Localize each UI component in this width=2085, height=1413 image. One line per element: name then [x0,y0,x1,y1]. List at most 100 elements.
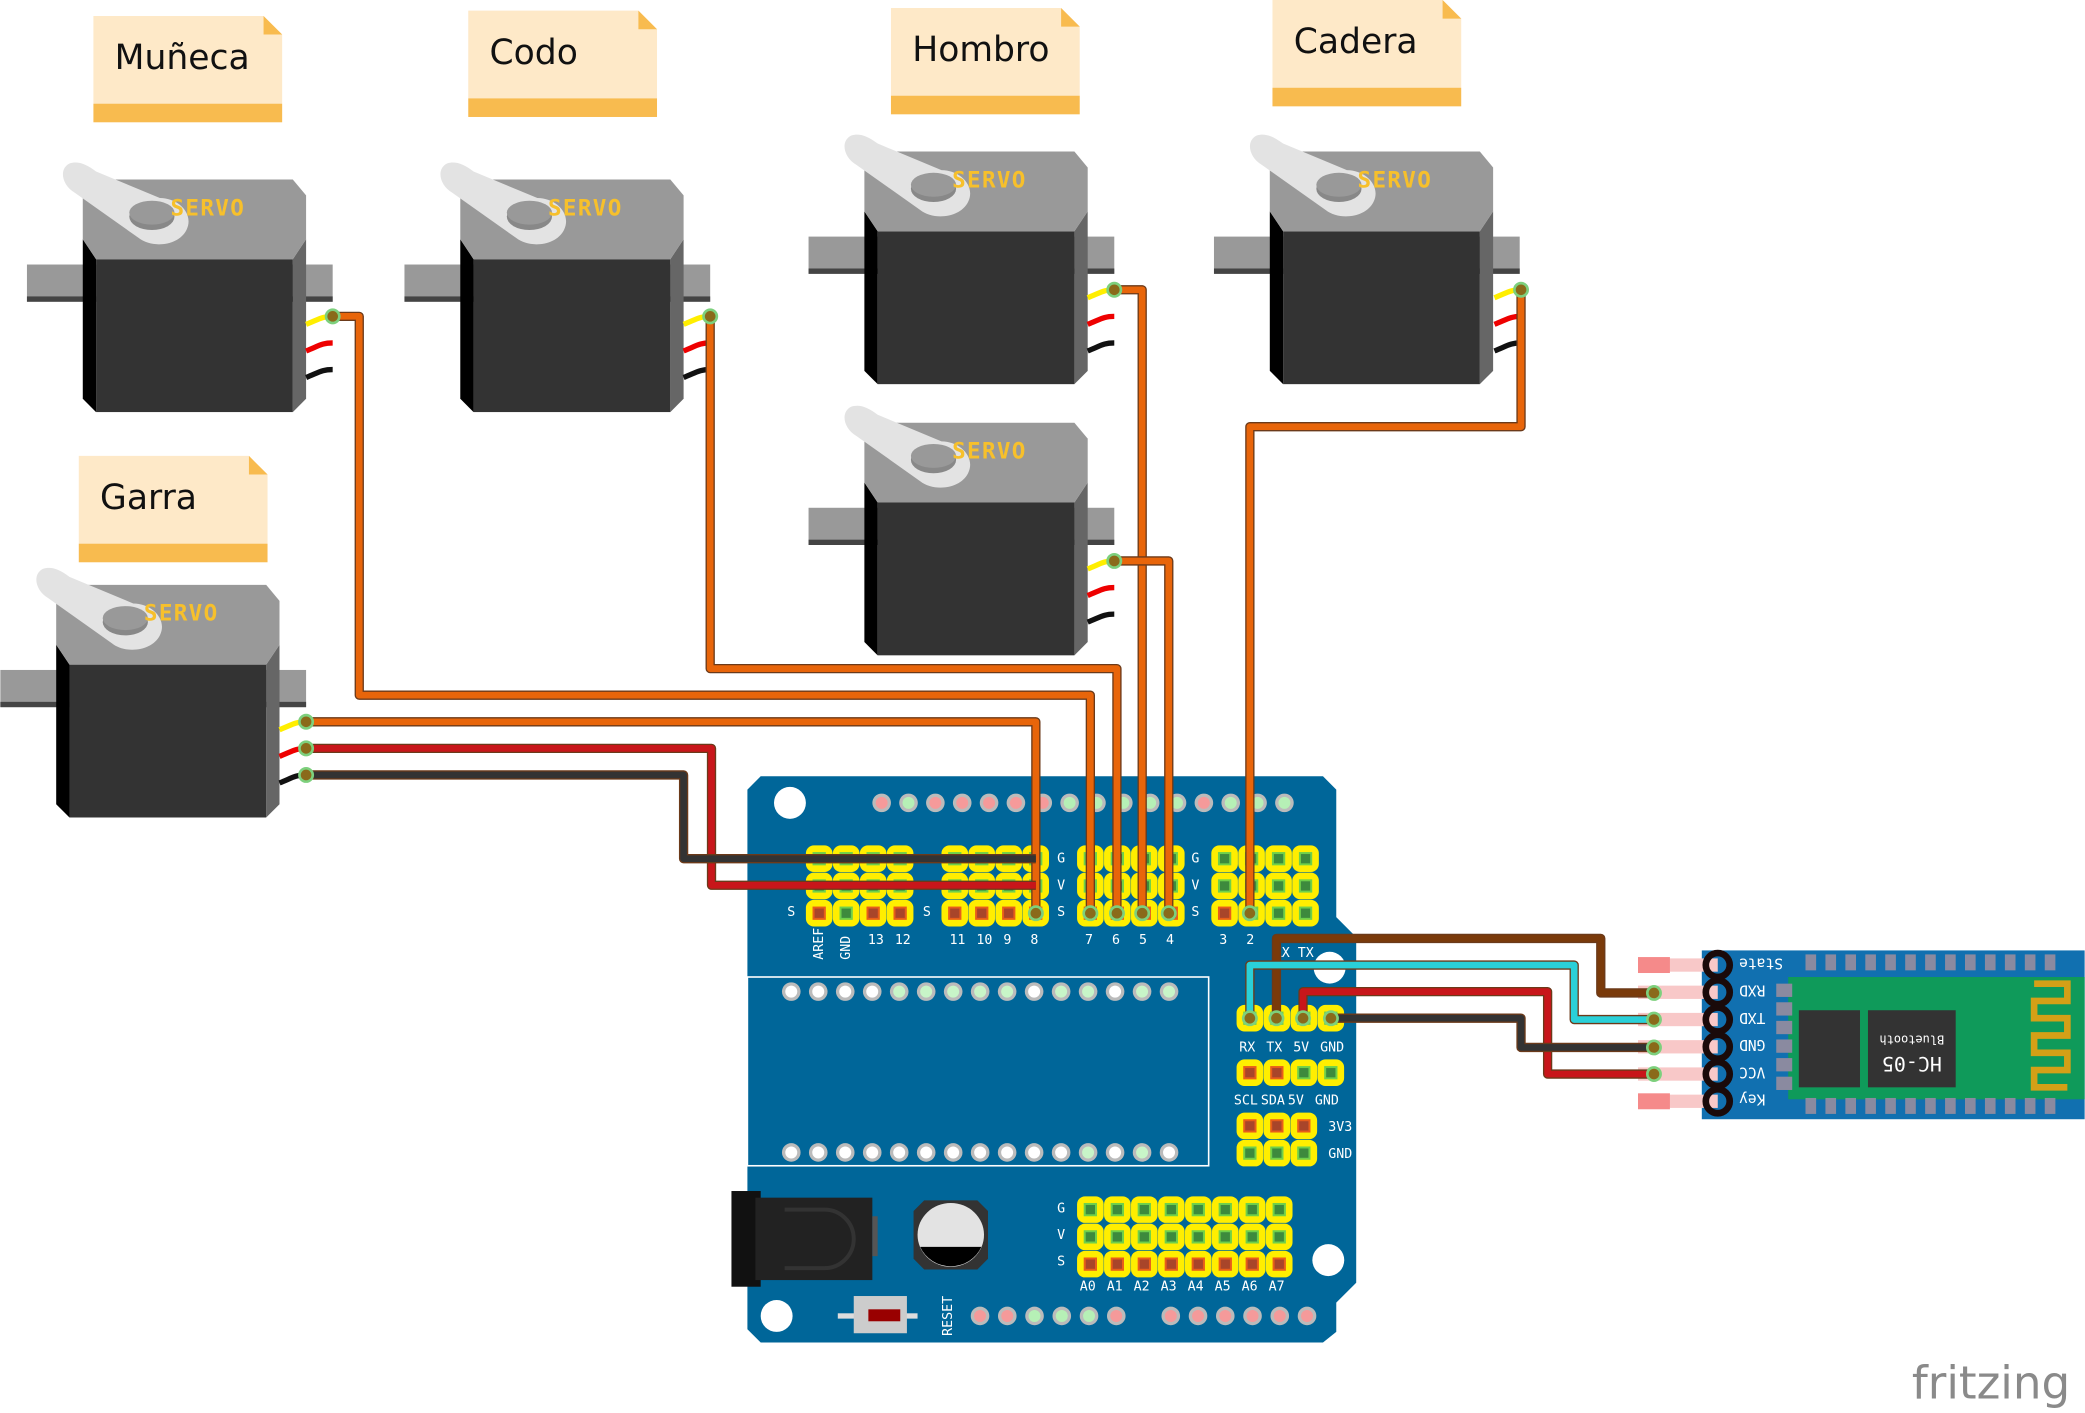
svg-text:G: G [1057,1201,1065,1216]
svg-text:RXD: RXD [1739,982,1765,999]
svg-text:6: 6 [1112,933,1120,948]
wire-garra-power[interactable] [306,745,1036,889]
wire-bt-gnd[interactable] [1330,1014,1654,1051]
wire-endpoint[interactable] [702,308,719,325]
wire-garra-signal[interactable] [306,718,1040,914]
wire-endpoint[interactable] [1645,1066,1662,1083]
svg-text:G: G [1057,852,1065,867]
bt-chip-sub: Bluetooth [1879,1032,1944,1046]
servo-label: SERVO [171,195,246,221]
svg-text:3V3: 3V3 [1328,1120,1352,1135]
wire-bt-vcc[interactable] [1299,988,1654,1078]
svg-text:Key: Key [1739,1091,1766,1108]
svg-text:VCC: VCC [1739,1063,1765,1080]
note-cadera[interactable]: Cadera [1272,0,1462,107]
wire-hombro-signal[interactable] [1114,286,1146,914]
wire-endpoint[interactable] [1134,905,1151,922]
svg-text:7: 7 [1085,933,1093,948]
wire-endpoint[interactable] [298,740,315,757]
wire-endpoint[interactable] [1513,281,1530,298]
servo-cadera[interactable]: SERVO [1213,134,1520,385]
wire-endpoint[interactable] [1645,1011,1662,1028]
svg-text:V: V [1057,1228,1065,1243]
servo-label: SERVO [1358,167,1433,193]
svg-text:A4: A4 [1188,1280,1204,1295]
wire-endpoint[interactable] [1268,1010,1285,1027]
bt-chip-1 [1798,1010,1860,1088]
svg-text:S: S [1057,1254,1065,1269]
svg-text:SCL: SCL [1234,1094,1258,1109]
svg-text:State: State [1739,954,1783,971]
wire-cadera-signal[interactable] [1246,289,1525,914]
wire-endpoint[interactable] [1108,905,1125,922]
svg-text:3: 3 [1219,933,1227,948]
servo-base[interactable]: SERVO [808,405,1115,656]
wire-muneca-signal[interactable] [332,313,1094,914]
dc-jack [731,1191,878,1287]
note-muneca[interactable]: Muñeca [93,15,283,123]
svg-text:A5: A5 [1215,1280,1231,1295]
note-cadera-text: Cadera [1294,22,1418,62]
wire-endpoint[interactable] [1322,1010,1339,1027]
servo-garra[interactable]: SERVO [0,567,307,818]
wires[interactable] [298,281,1662,1083]
note-muneca-text: Muñeca [115,38,250,78]
wire-codo-signal[interactable] [706,316,1121,914]
wire-endpoint[interactable] [1160,905,1177,922]
wire-endpoint[interactable] [1295,1010,1312,1027]
note-hombro[interactable]: Hombro [890,7,1080,115]
wire-endpoint[interactable] [1645,984,1662,1001]
row-labels: G V S G V S S S G V S [787,852,1199,1270]
svg-text:5: 5 [1139,933,1147,948]
wire-endpoint[interactable] [1241,1010,1258,1027]
svg-text:A1: A1 [1107,1280,1123,1295]
wire-endpoint[interactable] [298,713,315,730]
wire-endpoint[interactable] [1082,905,1099,922]
bt-pads [1776,954,2056,1114]
note-codo[interactable]: Codo [468,10,658,117]
wire-endpoint[interactable] [1106,552,1123,569]
wire-bt-txd[interactable] [1246,961,1654,1023]
bt-chip-name: HC-05 [1882,1052,1942,1075]
svg-text:RESET: RESET [941,1296,956,1336]
svg-text:2: 2 [1246,933,1254,948]
svg-text:S: S [1057,905,1065,920]
servo-codo[interactable]: SERVO [404,162,711,413]
note-codo-text: Codo [490,33,578,73]
reset-button[interactable]: RESET [837,1296,956,1336]
wire-garra-ground[interactable] [306,771,1036,863]
svg-text:11: 11 [949,933,965,948]
wire-base-signal[interactable] [1114,557,1173,914]
capacitor [913,1200,989,1270]
wire-endpoint[interactable] [1241,905,1258,922]
wire-endpoint[interactable] [1027,905,1044,922]
note-garra[interactable]: Garra [78,455,268,563]
wire-endpoint[interactable] [298,766,315,783]
nano-outline [746,976,1210,1167]
svg-text:S: S [787,905,795,920]
bt-antenna [2030,980,2071,1091]
svg-text:TX: TX [1266,1040,1282,1055]
svg-text:SDA: SDA [1261,1094,1285,1109]
servo-muneca[interactable]: SERVO [26,162,333,413]
wire-endpoint[interactable] [1645,1039,1662,1056]
servo-hombro[interactable]: SERVO [808,134,1115,385]
svg-text:RX: RX [1239,1040,1255,1055]
svg-text:A7: A7 [1269,1280,1285,1295]
svg-text:A0: A0 [1080,1280,1096,1295]
wire-endpoint[interactable] [1106,281,1123,298]
mount-hole [760,1300,793,1332]
svg-text:10: 10 [976,933,992,948]
svg-text:GND: GND [1328,1147,1352,1162]
svg-text:AREF: AREF [812,928,827,960]
mount-hole [773,786,806,819]
wire-endpoint[interactable] [324,308,341,325]
note-hombro-text: Hombro [912,30,1049,70]
svg-text:A2: A2 [1134,1280,1150,1295]
servo-label: SERVO [952,167,1027,193]
